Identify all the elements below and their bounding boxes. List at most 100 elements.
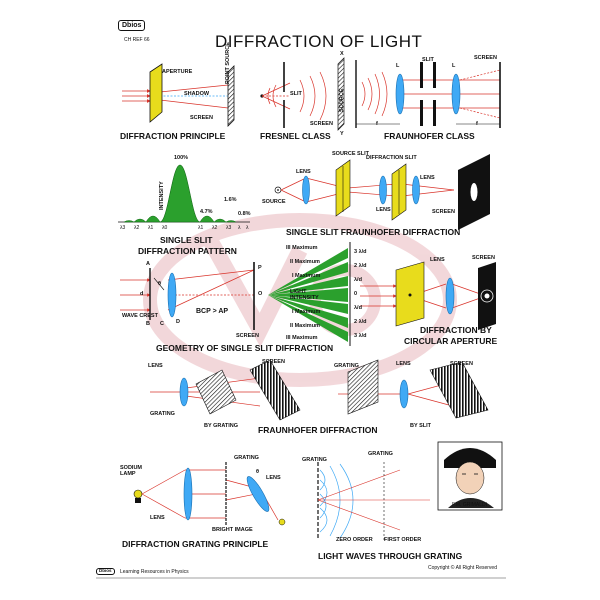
first-order-label: FIRST ORDER — [384, 537, 422, 543]
fraunhofer-diffraction-caption: FRAUNHOFER DIFFRACTION — [258, 425, 378, 435]
slit-width-label: d — [140, 291, 144, 297]
light-waves-caption: LIGHT WAVES THROUGH GRATING — [318, 551, 463, 561]
grating-diagram-left — [150, 359, 301, 421]
first-minor-maxima — [145, 215, 215, 223]
max-label-0: III Maximum — [286, 245, 318, 251]
intensity-fan-chart — [268, 242, 351, 346]
aperture-plate — [149, 63, 163, 123]
intensity-axis-label: INTENSITY — [159, 181, 165, 210]
max-label-3: LIGHT INTENSITY — [290, 289, 319, 301]
axis-symbol-4: λ1 — [198, 225, 204, 231]
geometry-caption: GEOMETRY OF SINGLE SLIT DIFFRACTION — [156, 343, 334, 353]
by-grating-label: BY GRATING — [204, 423, 239, 429]
ssf-lens-label: LENS — [296, 169, 311, 175]
light-waves-diagram — [317, 462, 430, 540]
lens-l2 — [451, 73, 461, 115]
lambda-label-5: 2 λ/d — [354, 319, 367, 325]
third-minor-maxima — [123, 220, 237, 223]
geometry-screen-label: SCREEN — [236, 333, 259, 339]
axis-symbol-8: λ — [246, 225, 249, 231]
grating-diagram-right — [338, 359, 489, 419]
lens-l2-label: L — [452, 63, 456, 69]
principle-screen-label: SCREEN — [190, 115, 213, 121]
circular-screen-label: SCREEN — [472, 255, 495, 261]
focal-f1-label: f — [376, 121, 378, 127]
max-label-6: III Maximum — [286, 335, 318, 341]
central-maximum — [159, 164, 201, 223]
fraunhofer-slit-label: SLIT — [422, 57, 434, 63]
lambda-label-6: 3 λ/d — [354, 333, 367, 339]
point-source-label: POINT SOURCE — [225, 42, 231, 84]
point-c-label: C — [160, 321, 164, 327]
product-code: CH REF 66 — [124, 37, 150, 43]
fresnel-x-label: X — [340, 51, 344, 57]
lambda-label-4: λ/d — [354, 305, 362, 311]
peak-label-1-6: 1.6% — [224, 197, 237, 203]
max-label-2: I Maximum — [292, 273, 321, 279]
lens-l1-label: L — [396, 63, 400, 69]
aperture-label: APERTURE — [162, 69, 193, 75]
gr-grating-label: GRATING — [334, 363, 359, 369]
peak-label-4-7: 4.7% — [200, 209, 213, 215]
lw-grating-label: GRATING — [302, 457, 327, 463]
fraunhofer-caption: FRAUNHOFER CLASS — [384, 131, 475, 141]
max-label-4: I Maximum — [292, 309, 321, 315]
footer-logo: Dbios — [96, 568, 115, 575]
gp-lens2-label: LENS — [266, 475, 281, 481]
ssf-screen-label: SCREEN — [432, 209, 455, 215]
circular-caption-line2: CIRCULAR APERTURE — [404, 336, 498, 346]
axis-symbol-1: λ2 — [134, 225, 140, 231]
fresnel-y-label: Y — [340, 131, 344, 137]
ssf-lens3-label: LENS — [376, 207, 391, 213]
axis-symbol-0: λ3 — [120, 225, 126, 231]
footer-publisher: Learning Resources in Physics — [120, 569, 189, 575]
gl-screen-label: SCREEN — [262, 359, 285, 365]
shadow-label: SHADOW — [184, 91, 210, 97]
pattern-caption-line1: SINGLE SLIT — [160, 235, 213, 245]
gp-theta-label: θ — [256, 469, 259, 475]
fraunhofer-source-label: SOURCE — [339, 88, 345, 112]
theta-label: θ — [158, 281, 161, 287]
sodium-lamp-label: SODIUM LAMP — [120, 465, 142, 477]
lens-l1 — [395, 73, 405, 115]
max-label-1: II Maximum — [290, 259, 320, 265]
ssf-diffraction-slit-label: DIFFRACTION SLIT — [366, 155, 417, 161]
fraunhofer-class-diagram — [355, 60, 501, 128]
gp-lens-label: LENS — [150, 515, 165, 521]
principle-caption: DIFFRACTION PRINCIPLE — [120, 131, 226, 141]
circular-caption-line1: DIFFRACTION BY — [420, 325, 492, 335]
relation-label: BCP > AP — [196, 308, 229, 315]
page-title: DIFFRACTION OF LIGHT — [215, 32, 423, 51]
lambda-label-2: λ/d — [354, 277, 362, 283]
principle-screen — [227, 65, 235, 127]
lambda-label-1: 2 λ/d — [354, 263, 367, 269]
axis-symbol-7: λ — [238, 225, 241, 231]
lambda-label-0: 3 λ/d — [354, 249, 367, 255]
lambda-label-3: 0 — [354, 291, 358, 297]
incident-rays — [122, 84, 229, 109]
gl-lens-label: LENS — [148, 363, 163, 369]
axis-symbol-3: λ0 — [162, 225, 168, 231]
portrait-name-label: F.M. GRIMALDI — [452, 502, 488, 508]
lw-grating2-label: GRATING — [368, 451, 393, 457]
point-d-label: D — [176, 319, 180, 325]
gr-lens-label: LENS — [396, 361, 411, 367]
pattern-caption-line2: DIFFRACTION PATTERN — [138, 246, 237, 256]
point-a-label: A — [146, 261, 150, 267]
single-slit-fraunhofer-diagram — [274, 154, 490, 230]
ssf-lens2-label: LENS — [420, 175, 435, 181]
axis-symbol-5: λ2 — [212, 225, 218, 231]
fresnel-slit-label: SLIT — [290, 91, 302, 97]
geometry-diagram — [120, 262, 255, 330]
gp-grating-label: GRATING — [234, 455, 259, 461]
bright-image-label: BRIGHT IMAGE — [212, 527, 253, 533]
wave-crest-label: WAVE CREST — [122, 313, 158, 319]
peak-label-100: 100% — [174, 155, 189, 161]
peak-label-0-8: 0.8% — [238, 211, 251, 217]
gl-grating-label: GRATING — [150, 411, 175, 417]
fraunhofer-screen-label: SCREEN — [474, 55, 497, 61]
zero-order-label: ZERO ORDER — [336, 537, 373, 543]
brand-logo: Dbios — [118, 20, 146, 31]
